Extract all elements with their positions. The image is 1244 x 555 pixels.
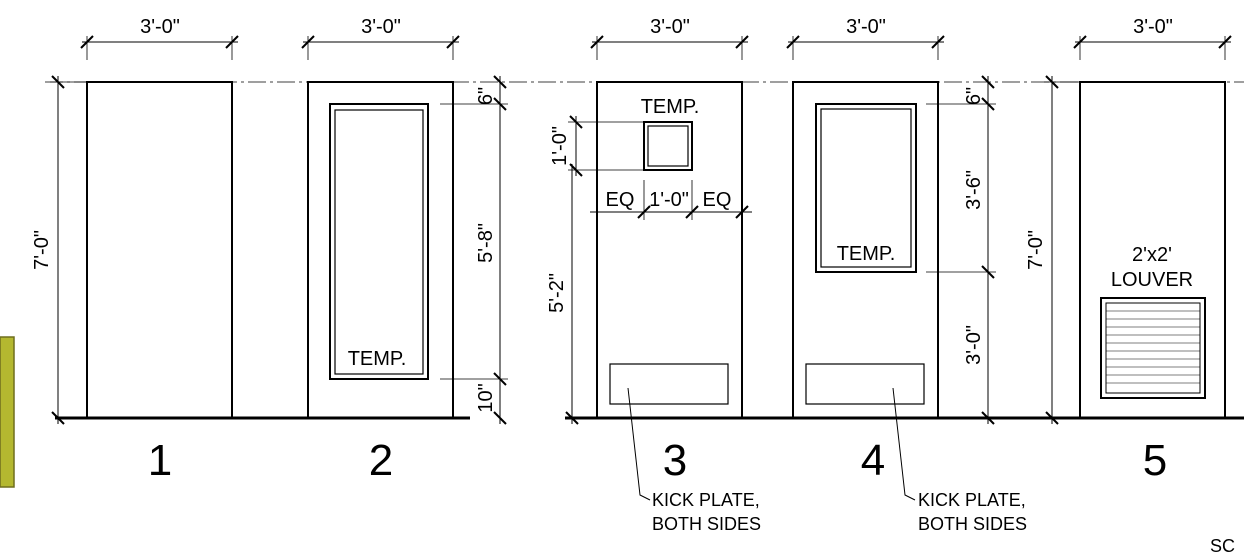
door-4-note-line2: BOTH SIDES	[918, 514, 1027, 534]
side-tab	[0, 336, 15, 488]
door-3-number: 3	[663, 436, 687, 485]
door-3-vision-lite-inner	[647, 125, 689, 167]
door-3-width-label: 3'-0"	[650, 16, 690, 38]
door-2-width-label: 3'-0"	[361, 16, 401, 38]
door-5-number: 5	[1143, 436, 1167, 485]
door-3-slab	[596, 81, 743, 419]
door-4-kick-plate	[805, 363, 925, 405]
door-4-bottom-dim: 3'-0"	[963, 325, 985, 365]
door-3-kick-plate-leader	[627, 387, 651, 501]
door-4-note-line1: KICK PLATE,	[918, 490, 1026, 510]
door-1-number: 1	[148, 436, 172, 485]
corner-text: SC	[1210, 536, 1235, 555]
door-3-eq-right: EQ	[703, 189, 732, 211]
door-2-slab	[307, 81, 454, 419]
door-5-height-label: 7'-0"	[1025, 230, 1047, 270]
door-3-kick-plate	[609, 363, 729, 405]
door-5-slab	[1079, 81, 1226, 419]
door-3-eq-mid: 1'-0"	[649, 189, 689, 211]
door-3-glass-label: TEMP.	[641, 96, 700, 118]
door-4-glass-frame-inner	[820, 108, 912, 268]
door-5-louver-outer	[1100, 297, 1206, 399]
door-4-slab	[792, 81, 939, 419]
door-1-slab	[86, 81, 233, 419]
door-5-width-label: 3'-0"	[1133, 16, 1173, 38]
door-5: 2'x2' LOUVER 3'-0" 7'-0" 5	[1025, 16, 1232, 485]
door-2-bottom-dim: 10"	[475, 383, 497, 412]
door-2-glass-dim: 5'-8"	[475, 223, 497, 263]
door-4-glass-label: TEMP.	[837, 243, 896, 265]
door-4-width-label: 3'-0"	[846, 16, 886, 38]
door-4: TEMP. 3'-0" 6" 3'-6" 3'-0" KICK PLATE, B…	[786, 16, 1027, 534]
door-2: TEMP. 3'-0" 6" 5'-8" 10" 2	[301, 16, 508, 485]
door-4-glass-dim: 3'-6"	[963, 170, 985, 210]
door-3-eq-left: EQ	[606, 189, 635, 211]
door-4-glass-frame-outer	[815, 103, 917, 273]
door-5-louver-line1: 2'x2'	[1132, 244, 1172, 266]
door-5-louver-slats	[1106, 310, 1200, 384]
door-1-width-label: 3'-0"	[140, 16, 180, 38]
door-3-note-line2: BOTH SIDES	[652, 514, 761, 534]
door-2-glass-frame-inner	[334, 109, 424, 375]
door-4-kick-plate-leader	[892, 387, 916, 501]
door-4-top-dim: 6"	[963, 87, 985, 105]
door-5-louver-inner	[1105, 302, 1201, 394]
door-3-note-line1: KICK PLATE,	[652, 490, 760, 510]
door-5-louver-line2: LOUVER	[1111, 269, 1193, 291]
door-2-glass-label: TEMP.	[348, 348, 407, 370]
door-2-glass-frame-outer	[329, 103, 429, 380]
door-3-sill-dim: 5'-2"	[546, 273, 568, 313]
door-2-number: 2	[369, 436, 393, 485]
door-3-vision-lite-outer	[643, 121, 693, 171]
door-3: TEMP. 3'-0" 1'-0" EQ 1'-0" EQ 5'-2" K	[546, 16, 761, 534]
door-2-top-dim: 6"	[475, 87, 497, 105]
door-3-vision-dim: 1'-0"	[549, 126, 571, 166]
door-1-height-label: 7'-0"	[31, 230, 53, 270]
door-1: 3'-0" 7'-0" 1	[31, 16, 239, 485]
door-4-number: 4	[861, 436, 885, 485]
